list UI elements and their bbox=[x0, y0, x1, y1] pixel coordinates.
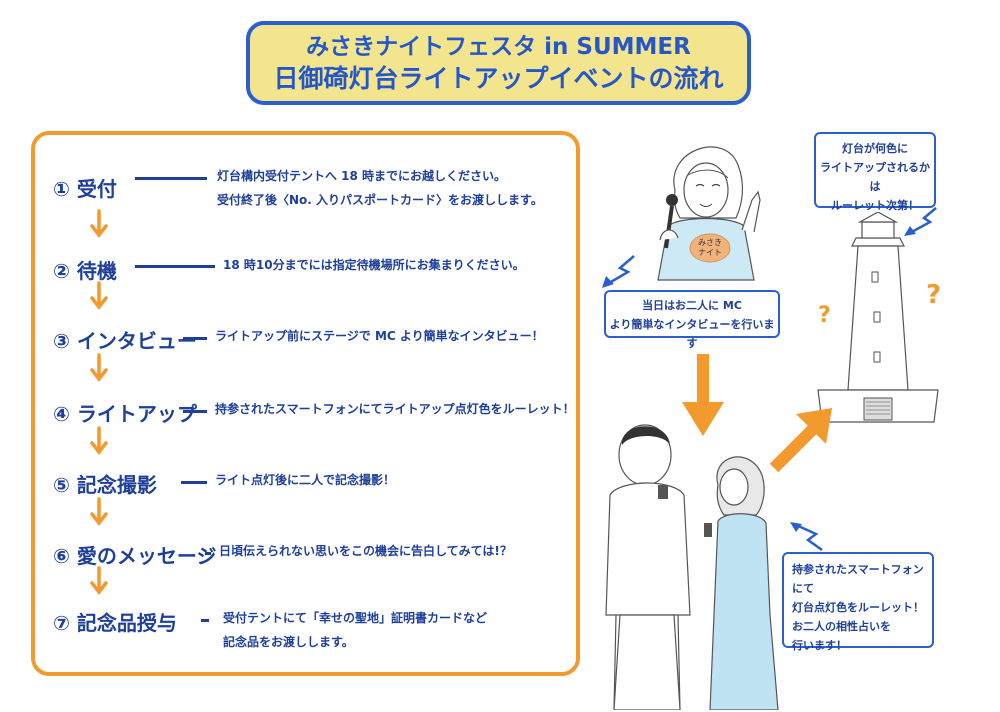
step-label: ① 受付 bbox=[53, 177, 117, 201]
arrow-down-icon bbox=[90, 426, 108, 455]
connector-line bbox=[135, 177, 207, 180]
big-arrow-down-icon bbox=[682, 354, 724, 436]
zigzag-pointer-icon bbox=[790, 522, 823, 552]
lighthouse-illustration bbox=[817, 212, 939, 423]
bubble-text: 行います！ bbox=[792, 639, 847, 652]
connector-line bbox=[183, 337, 207, 340]
step-label: ⑦ 記念品授与 bbox=[53, 611, 177, 635]
title-line-2: 日御碕灯台ライトアップイベントの流れ bbox=[273, 64, 724, 93]
connector-line bbox=[201, 619, 209, 622]
step-gift: ⑦ 記念品授与 受付テントにて「幸せの聖地」証明書カードなど 記念品をお渡ししま… bbox=[35, 601, 576, 649]
step-desc: 記念品をお渡しします。 bbox=[223, 635, 354, 649]
mc-speech-bubble: 当日はお二人に MC より簡単なインタビューを行います bbox=[604, 290, 780, 350]
question-mark-icon: ? bbox=[818, 303, 831, 328]
connector-line bbox=[135, 265, 215, 268]
step-label: ⑥ 愛のメッセージ bbox=[53, 544, 217, 568]
couple-speech-bubble: 持参されたスマートフォンにて 灯台点灯色をルーレット！ お二人の相性占いを 行い… bbox=[782, 552, 934, 652]
step-desc: 日頃伝えられない思いをこの機会に告白してみては!？ bbox=[219, 544, 512, 558]
arrow-down-icon bbox=[90, 497, 108, 526]
step-desc: ライト点灯後に二人で記念撮影！ bbox=[215, 473, 396, 487]
zigzag-pointer-icon bbox=[602, 255, 635, 288]
connector-line bbox=[205, 552, 211, 555]
couple-illustration bbox=[605, 424, 779, 710]
big-arrow-diagonal-icon bbox=[769, 408, 832, 473]
arrow-down-icon bbox=[90, 353, 108, 382]
step-reception: ① 受付 灯台構内受付テントへ 18 時までにお越しください。 受付終了後〈No… bbox=[35, 167, 576, 207]
bubble-text: 持参されたスマートフォンにて bbox=[792, 563, 924, 595]
title-banner: みさきナイトフェスタ in SUMMER 日御碕灯台ライトアップイベントの流れ bbox=[246, 21, 751, 105]
shirt-logo-text: ナイト bbox=[698, 248, 722, 257]
mc-woman-illustration: みさき ナイト bbox=[657, 146, 761, 281]
step-photo: ⑤ 記念撮影 ライト点灯後に二人で記念撮影！ bbox=[35, 463, 576, 503]
lighthouse-speech-bubble: 灯台が何色に ライトアップされるかは ルーレット次第！ bbox=[814, 132, 936, 212]
step-desc: 受付テントにて「幸せの聖地」証明書カードなど bbox=[223, 611, 488, 625]
bubble-text: ライトアップされるかは bbox=[820, 161, 930, 193]
bubble-text: 当日はお二人に MC bbox=[642, 299, 742, 312]
arrow-down-icon bbox=[90, 281, 108, 310]
shirt-logo-text: みさき bbox=[698, 238, 722, 247]
bubble-text: ルーレット次第！ bbox=[831, 199, 919, 212]
step-lightup: ④ ライトアップ 持参されたスマートフォンにてライトアップ点灯色をルーレット！ bbox=[35, 392, 576, 432]
zigzag-pointer-icon bbox=[904, 207, 937, 236]
step-message: ⑥ 愛のメッセージ 日頃伝えられない思いをこの機会に告白してみては!？ bbox=[35, 534, 576, 574]
steps-panel: ① 受付 灯台構内受付テントへ 18 時までにお越しください。 受付終了後〈No… bbox=[31, 131, 580, 676]
step-interview: ③ インタビュー ライトアップ前にステージで MC より簡単なインタビュー！ bbox=[35, 319, 576, 359]
step-label: ④ ライトアップ bbox=[53, 402, 197, 426]
step-desc: 持参されたスマートフォンにてライトアップ点灯色をルーレット！ bbox=[215, 402, 575, 416]
question-mark-icon: ? bbox=[926, 280, 942, 310]
step-label: ③ インタビュー bbox=[53, 329, 197, 353]
bubble-text: 灯台が何色に bbox=[842, 142, 908, 155]
arrow-down-icon bbox=[90, 566, 108, 595]
step-desc: 灯台構内受付テントへ 18 時までにお越しください。 bbox=[217, 169, 507, 183]
bubble-text: より簡単なインタビューを行います bbox=[609, 318, 775, 350]
step-waiting: ② 待機 18 時10分までには指定待機場所にお集まりください。 bbox=[35, 249, 576, 289]
step-desc: 受付終了後〈No. 入りパスポートカード〉をお渡しします。 bbox=[217, 193, 543, 207]
arrow-down-icon bbox=[90, 209, 108, 238]
bubble-text: 灯台点灯色をルーレット！ bbox=[792, 601, 924, 614]
step-desc: ライトアップ前にステージで MC より簡単なインタビュー！ bbox=[215, 329, 544, 343]
title-line-1: みさきナイトフェスタ in SUMMER bbox=[306, 34, 691, 60]
step-desc: 18 時10分までには指定待機場所にお集まりください。 bbox=[223, 258, 525, 272]
connector-line bbox=[181, 481, 207, 484]
step-label: ⑤ 記念撮影 bbox=[53, 473, 157, 497]
step-label: ② 待機 bbox=[53, 259, 117, 283]
bubble-text: お二人の相性占いを bbox=[792, 620, 891, 633]
connector-line bbox=[183, 410, 207, 413]
